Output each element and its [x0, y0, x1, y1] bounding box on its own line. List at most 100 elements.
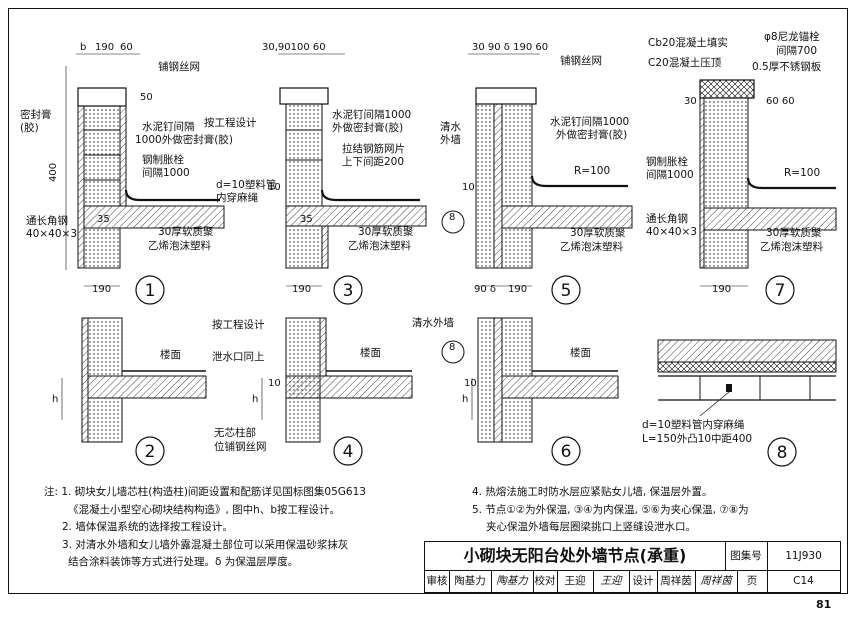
label-bolt-7: 钢制胀栓	[646, 155, 688, 168]
title-block: 小砌块无阳台处外墙节点(承重) 图集号 11J930 审核 陶基力 陶基力 校对…	[424, 541, 841, 593]
notes-right: 4. 热熔法施工时防水层应紧贴女儿墙, 保温层外置。 5. 节点①②为外保温, …	[472, 484, 749, 537]
label-floor-6: 楼面	[570, 346, 591, 359]
label-angle-size-1: 40×40×3	[26, 228, 77, 240]
label-pipe-3: d=10塑料管	[216, 178, 276, 191]
label-eps-3: 30厚软质聚	[358, 225, 414, 238]
dim-190-5: 190	[508, 284, 527, 295]
label-mesh-5: 铺钢丝网	[560, 54, 602, 67]
label-nail-5: 水泥钉间隔1000	[550, 115, 629, 128]
dim-row-5b: 90 δ	[474, 284, 496, 295]
ref-8-5: 8	[449, 212, 455, 223]
note-line: 注: 1. 砌块女儿墙芯柱(构造柱)间距设置和配筋详见国标图集05G613	[44, 486, 366, 498]
label-eps-7: 30厚软质聚	[766, 226, 822, 239]
label-eps-5: 30厚软质聚	[570, 226, 626, 239]
label-per-design-3: 按工程设计	[204, 116, 257, 129]
label-nail-sealant-1: 1000外做密封膏(胶)	[135, 133, 233, 146]
label-pipe-inner-3: 内穿麻绳	[216, 191, 258, 204]
label-pipe-8a: d=10塑料管内穿麻绳	[642, 418, 745, 431]
dim-h-2: h	[52, 394, 58, 405]
page-label: 页	[737, 570, 768, 593]
check-label: 校对	[533, 570, 558, 593]
note-line: 3. 对清水外墙和女儿墙外露混凝土部位可以采用保温砂浆抹灰	[62, 538, 349, 551]
waterproof-1	[124, 189, 220, 202]
label-r-5: R=100	[574, 165, 610, 177]
label-angle-size-7: 40×40×3	[646, 226, 697, 238]
label-bolt-spacing-1: 间隔1000	[142, 166, 190, 179]
detail-5: 5 8 30 90 δ 190 60 90 δ 190 10 铺钢丝网 清水 外…	[440, 42, 633, 305]
label-bolt-spacing-7: 间隔1000	[646, 168, 694, 181]
detail-6: 6 8 h 10 清水外墙 楼面	[412, 316, 619, 466]
dim-10-6: 10	[464, 378, 477, 389]
label-sealant-5: 外做密封膏(胶)	[556, 128, 627, 141]
node-number-1: 1	[145, 281, 156, 301]
label-eps-5b: 乙烯泡沫塑料	[560, 240, 623, 253]
label-floor-4: 楼面	[360, 346, 381, 359]
label-angle-7: 通长角钢	[646, 212, 688, 225]
atlas-label: 图集号	[725, 542, 768, 570]
checker-signature: 王迎	[593, 570, 630, 593]
label-tie-3: 拉结钢筋网片	[342, 142, 405, 155]
detail-4: 4 h 10 按工程设计 泄水口同上 楼面 无芯柱部 位铺钢丝网	[212, 317, 413, 466]
label-clear-6: 清水外墙	[412, 316, 454, 329]
title-block-top: 小砌块无阳台处外墙节点(承重) 图集号 11J930	[425, 542, 840, 571]
dim-35-1: 35	[97, 214, 110, 225]
dim-6060-7: 60 60	[766, 96, 795, 107]
label-nocore-4a: 无芯柱部	[214, 426, 256, 439]
label-stainless: 0.5厚不锈钢板	[752, 60, 822, 73]
label-pipe-8b: L=150外凸10中距400	[642, 432, 752, 445]
label-clear-5b: 外墙	[440, 133, 461, 146]
reviewer-signature: 陶基力	[491, 570, 534, 593]
dim-10-5: 10	[462, 182, 475, 193]
designer-signature: 周祥茵	[695, 570, 738, 593]
reviewer-name: 陶基力	[449, 570, 492, 593]
label-steel-mesh-1: 铺钢丝网	[158, 60, 200, 73]
label-per-design-4: 按工程设计	[212, 318, 265, 331]
label-nail-3: 水泥钉间隔1000	[332, 108, 411, 121]
dim-30-7: 30	[684, 96, 697, 107]
detail-2: 2 h 楼面	[52, 317, 207, 466]
node-number-7: 7	[775, 281, 786, 301]
notes-left: 注: 1. 砌块女儿墙芯柱(构造柱)间距设置和配筋详见国标图集05G613 《混…	[44, 484, 366, 572]
note-line: 4. 热熔法施工时防水层应紧贴女儿墙, 保温层外置。	[472, 486, 713, 498]
node-number-4: 4	[343, 442, 354, 462]
drawing-title: 小砌块无阳台处外墙节点(承重)	[425, 542, 726, 570]
design-label: 设计	[629, 570, 658, 593]
dim-190-7: 190	[712, 284, 731, 295]
label-bolt-1: 钢制胀栓	[142, 153, 184, 166]
note-line: 夹心保温外墙每层圈梁挑口上竖缝设泄水口。	[486, 521, 696, 533]
page-number: 81	[816, 598, 832, 611]
note-line: 《混凝土小型空心砌块结构构造》, 图中h、b按工程设计。	[68, 503, 340, 516]
dim-10-3: 10	[268, 182, 281, 193]
title-block-signatures: 审核 陶基力 陶基力 校对 王迎 王迎 设计 周祥茵 周祥茵 页 C14	[425, 570, 840, 593]
label-cb20: Cb20混凝土填实	[648, 36, 728, 49]
dim-h-6: h	[462, 394, 468, 405]
node-number-3: 3	[343, 281, 354, 301]
label-sealant-1: 密封膏	[20, 108, 52, 121]
designer-name: 周祥茵	[657, 570, 696, 593]
page-code: C14	[793, 575, 814, 587]
dim-10-4: 10	[268, 378, 281, 389]
note-line: 5. 节点①②为外保温, ③④为内保温, ⑤⑥为夹心保温, ⑦⑧为	[472, 503, 749, 516]
label-sealant-3: 外做密封膏(胶)	[332, 121, 403, 134]
label-eps-7b: 乙烯泡沫塑料	[760, 240, 823, 253]
label-anchor-spacing: 间隔700	[776, 44, 817, 57]
dim-190-1b: 190	[92, 284, 111, 295]
dim-h-4: h	[252, 394, 258, 405]
dim-400-1: 400	[48, 163, 59, 182]
review-label: 审核	[425, 570, 450, 593]
label-r-7: R=100	[784, 167, 820, 179]
label-glue-1: (胶)	[20, 121, 39, 134]
note-line: 结合涂料装饰等方式进行处理。δ 为保温层厚度。	[68, 556, 299, 568]
coping-1	[77, 87, 127, 107]
node-number-2: 2	[145, 442, 156, 462]
label-drain-4: 泄水口同上	[212, 350, 265, 363]
label-c20: C20混凝土压顶	[648, 56, 722, 69]
label-eps-1: 30厚软质聚	[158, 225, 214, 238]
dim-50-1: 50	[140, 92, 153, 103]
note-line: 2. 墙体保温系统的选择按工程设计。	[62, 521, 233, 533]
label-tie-spacing-3: 上下间距200	[342, 155, 404, 168]
label-angle-1: 通长角钢	[26, 214, 68, 227]
dim-row-5: 30 90 δ 190 60	[472, 42, 548, 53]
